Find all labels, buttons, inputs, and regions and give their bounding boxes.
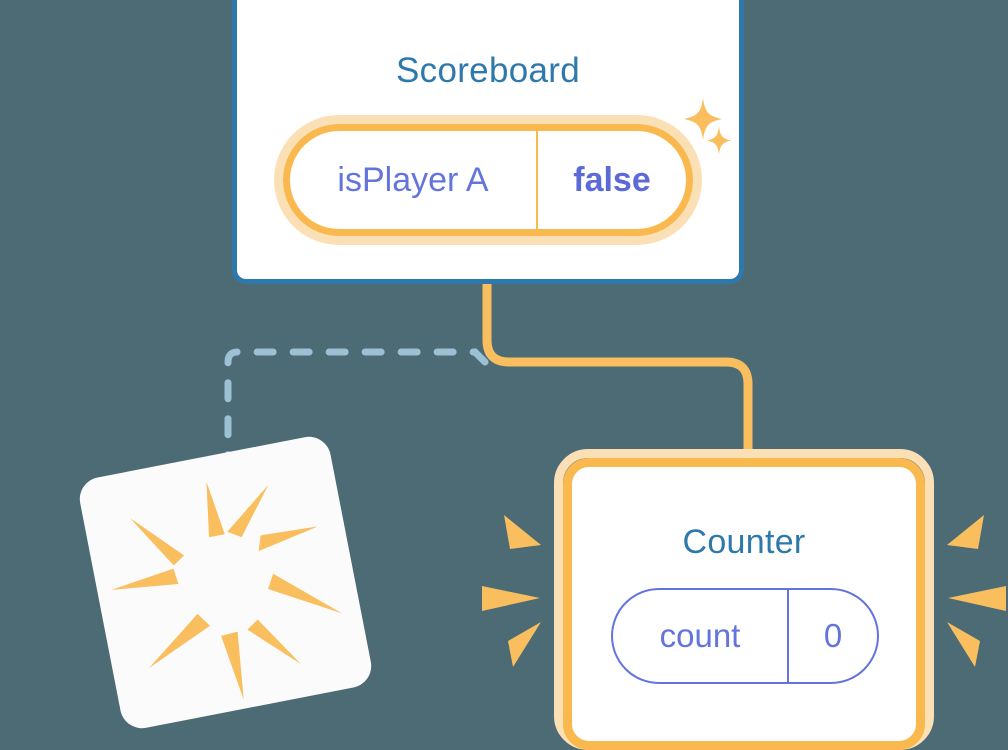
scoreboard-state-pill[interactable]: isPlayer A false: [283, 124, 693, 236]
blank-tilted-card[interactable]: [76, 433, 375, 732]
counter-title: Counter: [682, 523, 806, 561]
scoreboard-title: Scoreboard: [396, 51, 580, 90]
sparkle-large-icon: [684, 98, 722, 140]
sparkle-small-icon: [707, 127, 731, 154]
scoreboard-state-value: false: [573, 160, 651, 199]
scoreboard-state-key: isPlayer A: [290, 131, 538, 229]
counter-state-key: count: [613, 590, 789, 682]
scoreboard-pill-glow: [274, 115, 702, 245]
burst-rays-icon: [111, 481, 343, 700]
counter-state-value: 0: [823, 617, 843, 654]
counter-state-pill[interactable]: count 0: [611, 588, 879, 684]
